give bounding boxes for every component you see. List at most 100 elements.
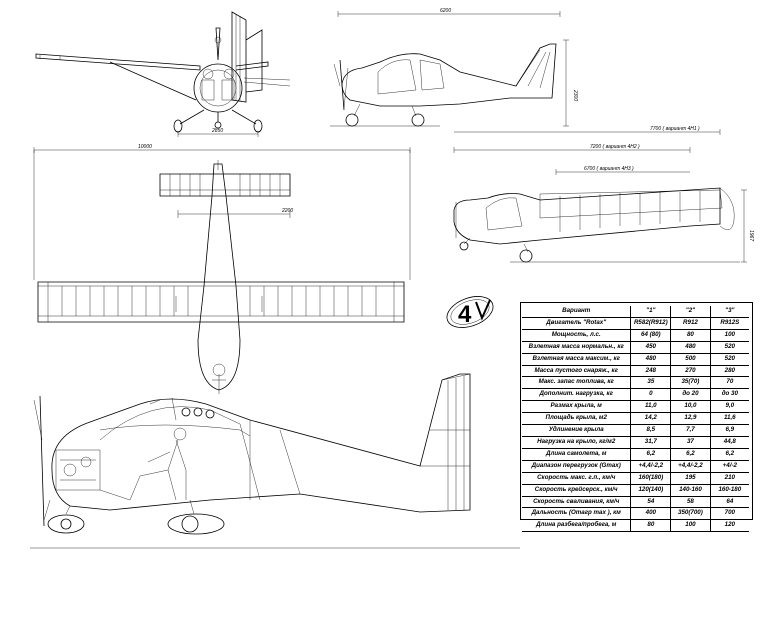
spec-value: 54	[630, 496, 672, 509]
spec-value: 31,7	[630, 436, 672, 449]
spec-label: Вариант	[522, 306, 632, 318]
spec-value: 9,0	[710, 400, 749, 414]
spec-value: 11,6	[710, 412, 749, 426]
spec-value: 6,2	[670, 448, 711, 461]
spec-value: 14,2	[630, 412, 672, 426]
spec-value: 6,2	[710, 448, 749, 461]
spec-label: Дополнит. нагрузка, кг	[522, 388, 632, 402]
spec-label: Диапазон перегрузок (Gmax)	[522, 460, 632, 473]
spec-value: 58	[670, 496, 711, 509]
spec-value: 12,9	[670, 412, 711, 426]
spec-value: 160-180	[710, 484, 749, 497]
spec-value: 160(180)	[630, 472, 672, 485]
spec-value: 400	[630, 507, 672, 521]
spec-label: Взлетная масса нормальн., кг	[522, 341, 632, 354]
spec-value: 700	[710, 507, 749, 521]
spec-value: 248	[630, 365, 672, 378]
logo-4v: 4	[446, 296, 494, 328]
dim-side-length: 6200	[440, 8, 451, 14]
spec-value: 37	[670, 436, 711, 449]
spec-label: Двигатель "Rotax"	[522, 317, 632, 330]
dim-length-4h1: 7700 ( вариант 4Н1 )	[650, 126, 700, 132]
spec-label: Макс. запас топлива, кг	[522, 376, 632, 390]
spec-value: до 20	[670, 388, 711, 402]
spec-label: Удлинение крыла	[522, 424, 632, 437]
spec-value: R912	[670, 317, 711, 330]
logo-text: 4	[458, 301, 472, 328]
spec-value: 35	[630, 376, 672, 390]
front-view: 2850	[35, 11, 291, 137]
spec-label: Масса пустого снаряж., кг	[522, 365, 632, 378]
dim-top-wingspan: 10000	[138, 144, 152, 150]
spec-value: "3"	[710, 306, 749, 318]
spec-label: Скорость сваливания, км/ч	[522, 496, 632, 509]
spec-value: 280	[710, 365, 749, 378]
spec-value: 120(140)	[630, 484, 672, 497]
dim-front-wingspan: 2850	[211, 128, 223, 134]
spec-value: 350(700)	[670, 507, 711, 521]
spec-value: R912S	[710, 317, 749, 330]
dim-folded-height: 1967	[748, 230, 754, 241]
spec-label: Скорость крейсерск., км/ч	[522, 484, 632, 497]
spec-value: 6,9	[710, 424, 749, 437]
spec-value: 6,2	[630, 448, 672, 461]
spec-value: 480	[630, 353, 672, 366]
dim-side-height: 2300	[572, 89, 578, 101]
spec-value: 450	[630, 341, 672, 354]
spec-value: 10,0	[670, 400, 711, 414]
spec-label: Длина самолета, м	[522, 448, 632, 461]
spec-label: Мощность, л.с.	[522, 329, 632, 342]
spec-label: Размах крыла, м	[522, 400, 632, 414]
spec-label: Скорость макс. г.п., км/ч	[522, 472, 632, 485]
spec-value: 70	[710, 376, 749, 390]
spec-label: Дальность (Отагр max ), км	[522, 507, 632, 521]
spec-value: 195	[670, 472, 711, 485]
spec-value: +4/-2	[710, 460, 749, 473]
spec-value: "2"	[670, 306, 711, 318]
dim-length-4h2: 7200 ( вариант 4Н2 )	[590, 144, 640, 150]
spec-value: 210	[710, 472, 749, 485]
spec-value: "1"	[630, 306, 672, 318]
spec-value: R582(R912)	[630, 317, 672, 330]
spec-value: +4,4/-2,2	[630, 460, 672, 473]
spec-value: 80	[670, 329, 711, 342]
spec-value: +4,4/-2,2	[670, 460, 711, 473]
spec-table: Вариант"1""2""3"Двигатель "Rotax"R582(R9…	[522, 306, 749, 533]
dim-length-4h3: 6700 ( вариант 4Н3 )	[584, 166, 634, 172]
spec-value: 64	[710, 496, 749, 509]
spec-label: Площадь крыла, м2	[522, 412, 632, 426]
spec-value: 7,7	[670, 424, 711, 437]
dim-tail-span: 2200	[281, 208, 293, 214]
side-view: 6200 2300	[330, 8, 578, 127]
spec-value: 270	[670, 365, 711, 378]
spec-value: 11,0	[630, 400, 672, 414]
spec-value: 520	[710, 341, 749, 354]
cutaway-view	[30, 373, 520, 549]
spec-value: 100	[670, 519, 711, 533]
spec-value: 480	[670, 341, 711, 354]
folded-view: 7700 ( вариант 4Н1 ) 7200 ( вариант 4Н2 …	[453, 126, 754, 263]
spec-value: 500	[670, 353, 711, 366]
spec-label: Длина разбега/пробега, м	[522, 519, 632, 533]
spec-value: 44,8	[710, 436, 749, 449]
spec-label: Нагрузка на крыло, кг/м2	[522, 436, 632, 449]
spec-value: 140-160	[670, 484, 711, 497]
spec-value: 100	[710, 329, 749, 342]
spec-value: 120	[710, 519, 749, 533]
spec-value: 35(70)	[670, 376, 711, 390]
